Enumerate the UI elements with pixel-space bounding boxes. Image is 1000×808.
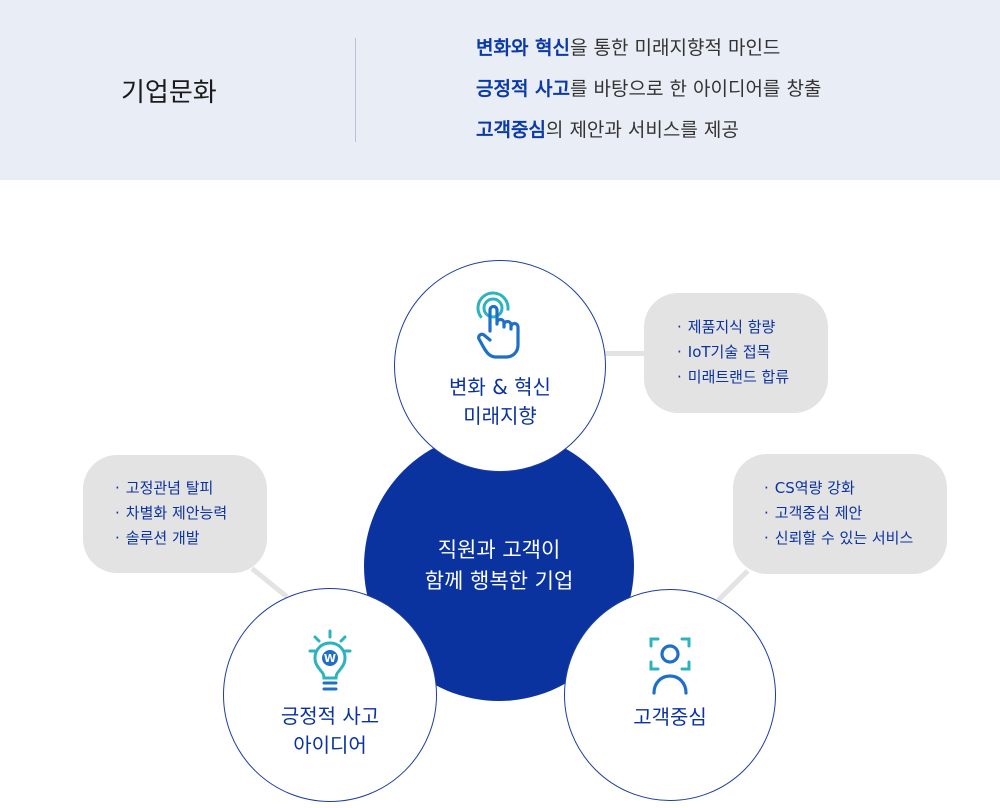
center-label-line2: 함께 행복한 기업	[424, 569, 574, 593]
list-item: ·IoT기술 접목	[677, 343, 771, 361]
list-item: ·제품지식 함량	[677, 318, 776, 336]
circle-customer-label: 고객중심	[565, 703, 775, 732]
list-item: ·미래트랜드 합류	[677, 368, 790, 386]
circle-innovation-label: 변화 & 혁신 미래지향	[395, 373, 605, 431]
label-line1: 변화 & 혁신	[449, 375, 551, 399]
center-label-line1: 직원과 고객이	[437, 538, 561, 562]
statement-positive: 긍정적 사고를 바탕으로 한 아이디어를 창출	[476, 75, 821, 116]
label-line1: 긍정적 사고	[280, 704, 380, 728]
list-item: ·신뢰할 수 있는 서비스	[764, 529, 914, 547]
statement-customer: 고객중심의 제안과 서비스를 제공	[476, 116, 821, 157]
label-line2: 미래지향	[463, 404, 537, 428]
bubble-positive: ·고정관념 탈피 ·차별화 제안능력 ·솔루션 개발	[83, 455, 267, 573]
circle-positive-label: 긍정적 사고 아이디어	[224, 702, 436, 760]
list-item: ·고정관념 탈피	[115, 479, 214, 497]
connector-left	[250, 566, 289, 599]
bubble-customer: ·CS역량 강화 ·고객중심 제안 ·신뢰할 수 있는 서비스	[733, 454, 947, 574]
list-item: ·CS역량 강화	[764, 479, 855, 497]
center-label: 직원과 고객이 함께 행복한 기업	[364, 535, 634, 597]
label-line1: 고객중심	[633, 705, 707, 729]
lightbulb-won-icon: W	[308, 629, 352, 691]
list-item: ·솔루션 개발	[115, 529, 200, 547]
touch-hand-icon	[476, 291, 520, 359]
circle-customer: 고객중심	[564, 589, 776, 801]
circle-positive: W 긍정적 사고 아이디어	[223, 588, 437, 802]
divider	[355, 38, 356, 142]
statement-highlight: 긍정적 사고	[476, 78, 571, 100]
customer-focus-icon	[649, 637, 691, 695]
bubble-innovation: ·제품지식 함량 ·IoT기술 접목 ·미래트랜드 합류	[644, 293, 828, 413]
list-item: ·차별화 제안능력	[115, 504, 228, 522]
statement-text: 를 바탕으로 한 아이디어를 창출	[570, 78, 822, 100]
statement-text: 의 제안과 서비스를 제공	[545, 119, 739, 141]
statement-highlight: 변화와 혁신	[476, 37, 571, 59]
statement-highlight: 고객중심	[476, 119, 546, 141]
statement-text: 을 통한 미래지향적 마인드	[570, 37, 781, 59]
label-line2: 아이디어	[293, 733, 367, 757]
culture-band: 기업문화 변화와 혁신을 통한 미래지향적 마인드 긍정적 사고를 바탕으로 한…	[0, 0, 1000, 180]
culture-statements: 변화와 혁신을 통한 미래지향적 마인드 긍정적 사고를 바탕으로 한 아이디어…	[476, 34, 821, 157]
svg-text:W: W	[324, 652, 336, 665]
statement-innovation: 변화와 혁신을 통한 미래지향적 마인드	[476, 34, 821, 75]
connector-right	[716, 569, 750, 603]
section-title: 기업문화	[121, 78, 217, 108]
list-item: ·고객중심 제안	[764, 504, 863, 522]
circle-innovation: 변화 & 혁신 미래지향	[394, 260, 606, 472]
connector-top	[604, 351, 650, 356]
